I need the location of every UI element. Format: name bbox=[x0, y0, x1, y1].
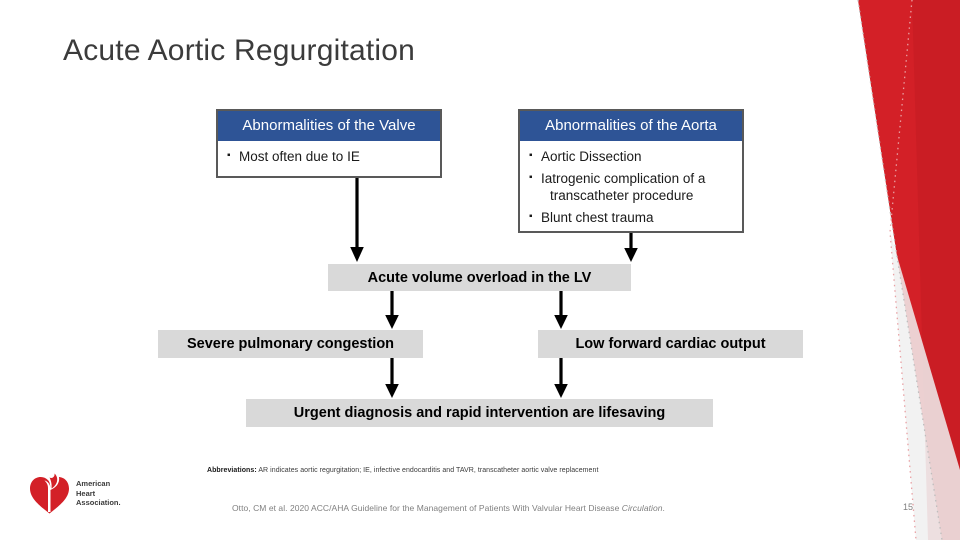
list-item: Blunt chest trauma bbox=[529, 208, 733, 226]
citation-text: Otto, CM et al. 2020 ACC/AHA Guideline f… bbox=[232, 503, 622, 513]
aha-logo-line1: American bbox=[76, 479, 111, 488]
citation-note: Otto, CM et al. 2020 ACC/AHA Guideline f… bbox=[232, 503, 665, 513]
list-item: Most often due to IE bbox=[227, 147, 431, 165]
bullet-text: Aortic Dissection bbox=[541, 149, 642, 164]
arrow-overload-to-congestion bbox=[385, 291, 399, 329]
abbreviations-text: AR indicates aortic regurgitation; IE, i… bbox=[258, 467, 599, 474]
arrow-overload-to-output bbox=[554, 291, 568, 329]
page-number: 15 bbox=[903, 502, 914, 512]
flow-box-output: Low forward cardiac output bbox=[538, 330, 803, 358]
arrow-valve-to-overload bbox=[350, 178, 364, 262]
panel-valve-body: Most often due to IE bbox=[218, 141, 440, 173]
panel-valve-header: Abnormalities of the Valve bbox=[218, 111, 440, 141]
aha-logo: American Heart Association. bbox=[28, 470, 148, 520]
bullet-text: Iatrogenic complication of a bbox=[541, 171, 706, 186]
abbreviations-label: Abbreviations: bbox=[207, 467, 257, 474]
aha-logo-text: American Heart Association. bbox=[76, 479, 121, 508]
citation-journal: Circulation bbox=[621, 503, 663, 513]
abbreviations-note: Abbreviations: AR indicates aortic regur… bbox=[207, 467, 598, 474]
heart-torch-icon bbox=[30, 470, 69, 514]
arrow-output-to-conclusion bbox=[554, 358, 568, 398]
list-item: Iatrogenic complication of a transcathet… bbox=[529, 169, 733, 204]
bullet-text-wrap: transcatheter procedure bbox=[550, 188, 694, 203]
arrow-aorta-to-overload bbox=[624, 233, 638, 262]
citation-suffix: . bbox=[662, 503, 665, 513]
flow-box-conclusion: Urgent diagnosis and rapid intervention … bbox=[246, 399, 713, 427]
page-title: Acute Aortic Regurgitation bbox=[63, 34, 416, 67]
list-item: Aortic Dissection bbox=[529, 147, 733, 165]
panel-valve: Abnormalities of the Valve Most often du… bbox=[216, 109, 442, 178]
aha-logo-line2: Heart bbox=[76, 488, 96, 498]
bullet-text: Most often due to IE bbox=[239, 149, 360, 164]
bullet-text: Blunt chest trauma bbox=[541, 210, 654, 225]
flow-box-overload: Acute volume overload in the LV bbox=[328, 264, 631, 291]
red-accent-decoration bbox=[857, 0, 960, 540]
flow-box-congestion: Severe pulmonary congestion bbox=[158, 330, 423, 358]
aha-logo-line3: Association. bbox=[76, 498, 121, 507]
panel-aorta-header: Abnormalities of the Aorta bbox=[520, 111, 742, 141]
panel-aorta-body: Aortic Dissection Iatrogenic complicatio… bbox=[520, 141, 742, 234]
panel-aorta: Abnormalities of the Aorta Aortic Dissec… bbox=[518, 109, 744, 233]
arrow-congestion-to-conclusion bbox=[385, 358, 399, 398]
